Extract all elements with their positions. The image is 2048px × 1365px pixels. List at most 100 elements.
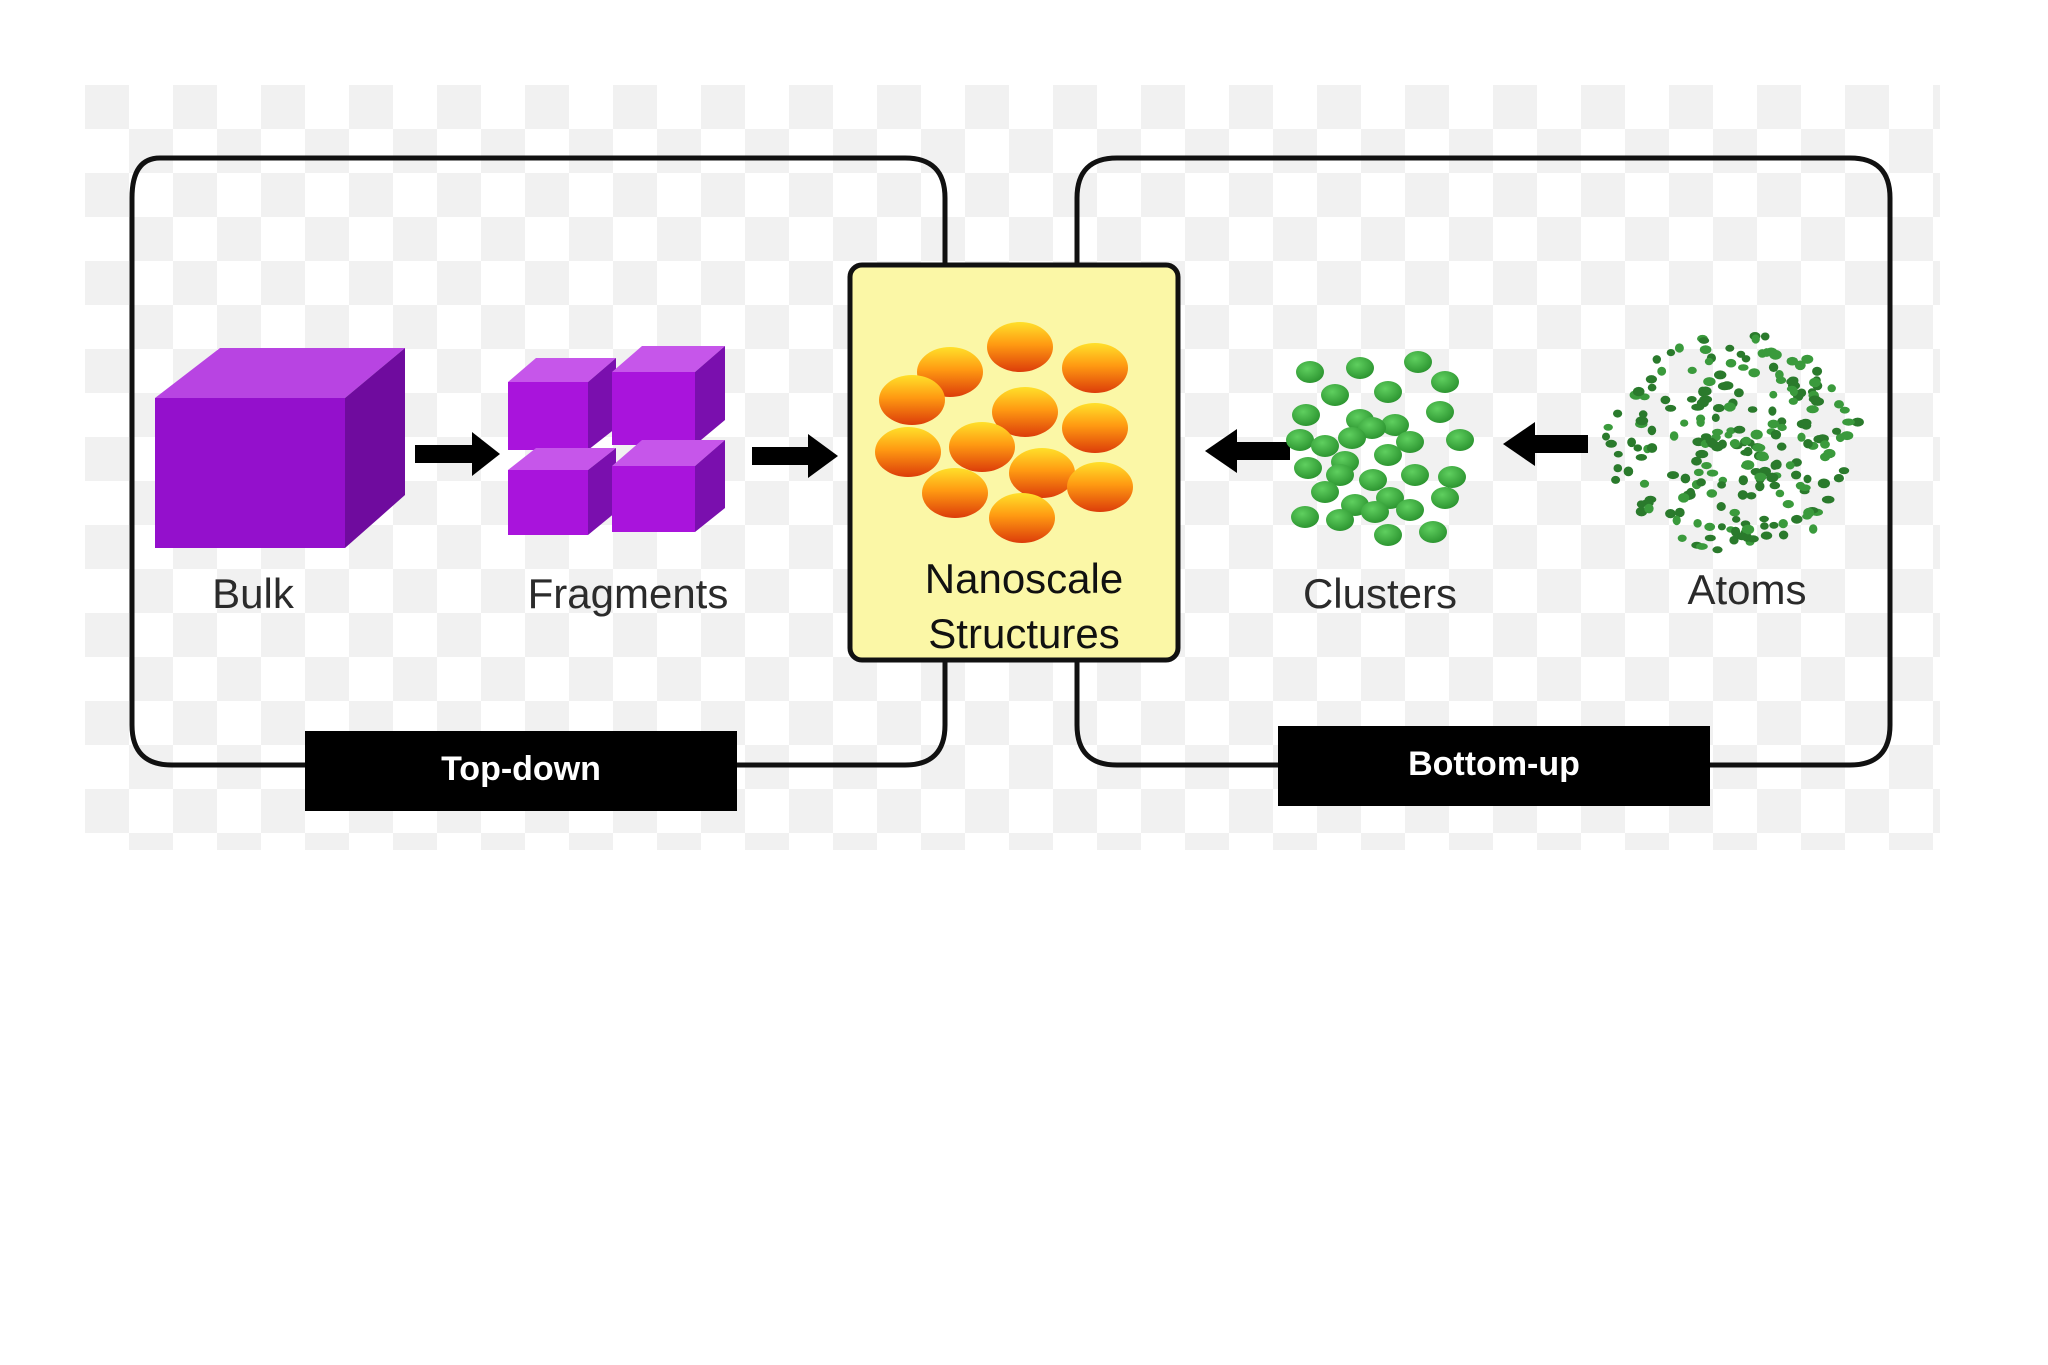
atom-dot [1769,521,1779,529]
atom-dot [1775,489,1785,498]
atom-dot [1832,427,1842,435]
atom-dot [1667,471,1679,480]
nanoparticle-sphere [989,493,1055,543]
cluster-dot [1401,464,1429,486]
bottom-up-frame [1074,155,1893,768]
cluster-dot [1431,487,1459,509]
cluster-dot [1346,357,1374,379]
atom-dot [1752,443,1766,452]
atom-dot [1627,437,1636,448]
atom-dot [1838,467,1850,475]
cluster-dot [1374,381,1402,403]
atom-dot [1723,402,1736,412]
atom-dot [1687,366,1697,374]
atom-dot [1733,425,1746,434]
atom-dot [1778,519,1788,529]
atom-dot [1725,358,1737,368]
atom-dot [1674,343,1684,353]
cluster-dot [1396,431,1424,453]
top-down-panel: Top-down Bulk [129,155,948,811]
atom-dot [1791,470,1802,480]
cluster-dot [1419,521,1447,543]
cluster-dot [1381,414,1409,436]
atom-dot [1677,534,1687,542]
nanoparticle-sphere [1067,462,1133,512]
atom-dot [1696,543,1708,550]
cluster-dot [1446,429,1474,451]
atom-dot [1644,503,1654,514]
atom-dot [1686,396,1697,403]
nanoparticle-sphere [1009,448,1075,498]
cluster-dot [1292,404,1320,426]
atom-dot [1646,443,1658,453]
atom-dot [1791,514,1803,524]
atom-dot [1748,368,1760,378]
atom-dot [1729,439,1740,448]
clusters-label: Clusters [1303,570,1457,617]
clusters-icon [1286,351,1474,546]
atom-dot [1769,349,1782,360]
atom-dot [1834,400,1844,409]
atom-dot [1678,493,1690,503]
atom-dot [1741,524,1755,535]
cluster-dot [1426,401,1454,423]
atom-dot [1743,446,1753,457]
atom-dot [1718,439,1727,449]
arrow-left-icon [1205,429,1290,473]
atom-dot [1602,432,1610,441]
atom-dot [1669,431,1679,441]
atom-dot [1706,489,1718,498]
atom-dot [1787,376,1799,384]
bottom-up-tag [1278,726,1710,806]
atom-dot [1754,472,1767,482]
atom-dot [1699,395,1713,404]
bottom-up-tag-text: Bottom-up [1408,745,1580,783]
atom-dot [1712,428,1723,436]
atom-dot [1703,377,1716,387]
atom-dot [1736,350,1746,358]
atom-dot [1820,452,1831,462]
fragments-label: Fragments [528,570,729,617]
atom-dot [1776,442,1787,451]
atom-dot [1696,478,1706,487]
atom-dot [1839,406,1850,414]
atom-dot [1738,475,1749,486]
atom-dot [1647,383,1657,392]
nanoparticle-sphere [922,468,988,518]
atom-dot [1808,395,1821,403]
cluster-dot [1311,481,1339,503]
atom-dot [1803,474,1812,484]
atom-dot [1812,366,1823,376]
atom-dot [1674,507,1685,518]
top-down-tag-text: Top-down [441,750,601,788]
atom-dot [1672,515,1681,526]
atom-dot [1817,478,1830,489]
nanoscale-structures-panel: Nanoscale Structures [847,262,1181,663]
cluster-dot [1338,427,1366,449]
nanoparticle-sphere [992,387,1058,437]
cluster-dot [1291,506,1319,528]
atom-dot [1660,395,1671,405]
atom-dot [1806,405,1819,414]
nanoparticle-sphere [1062,403,1128,453]
atom-dot [1769,481,1781,490]
atom-dot [1731,526,1741,537]
atom-dot [1666,349,1676,357]
cluster-dot [1438,466,1466,488]
atom-dot [1767,419,1780,429]
nanoparticle-sphere [949,422,1015,472]
atom-dot [1638,410,1648,419]
cluster-dot [1404,351,1432,373]
atom-dot [1770,429,1782,440]
atom-dot [1717,382,1731,391]
atom-dot [1788,397,1798,405]
atom-dot [1695,449,1709,459]
atom-dot [1794,360,1806,371]
atom-dot [1775,370,1784,380]
atom-dot [1741,355,1751,363]
atom-dot [1833,474,1844,483]
atom-dot [1699,345,1712,354]
atom-dot [1759,515,1769,523]
atom-dot [1652,355,1662,364]
atom-dot [1755,481,1765,492]
